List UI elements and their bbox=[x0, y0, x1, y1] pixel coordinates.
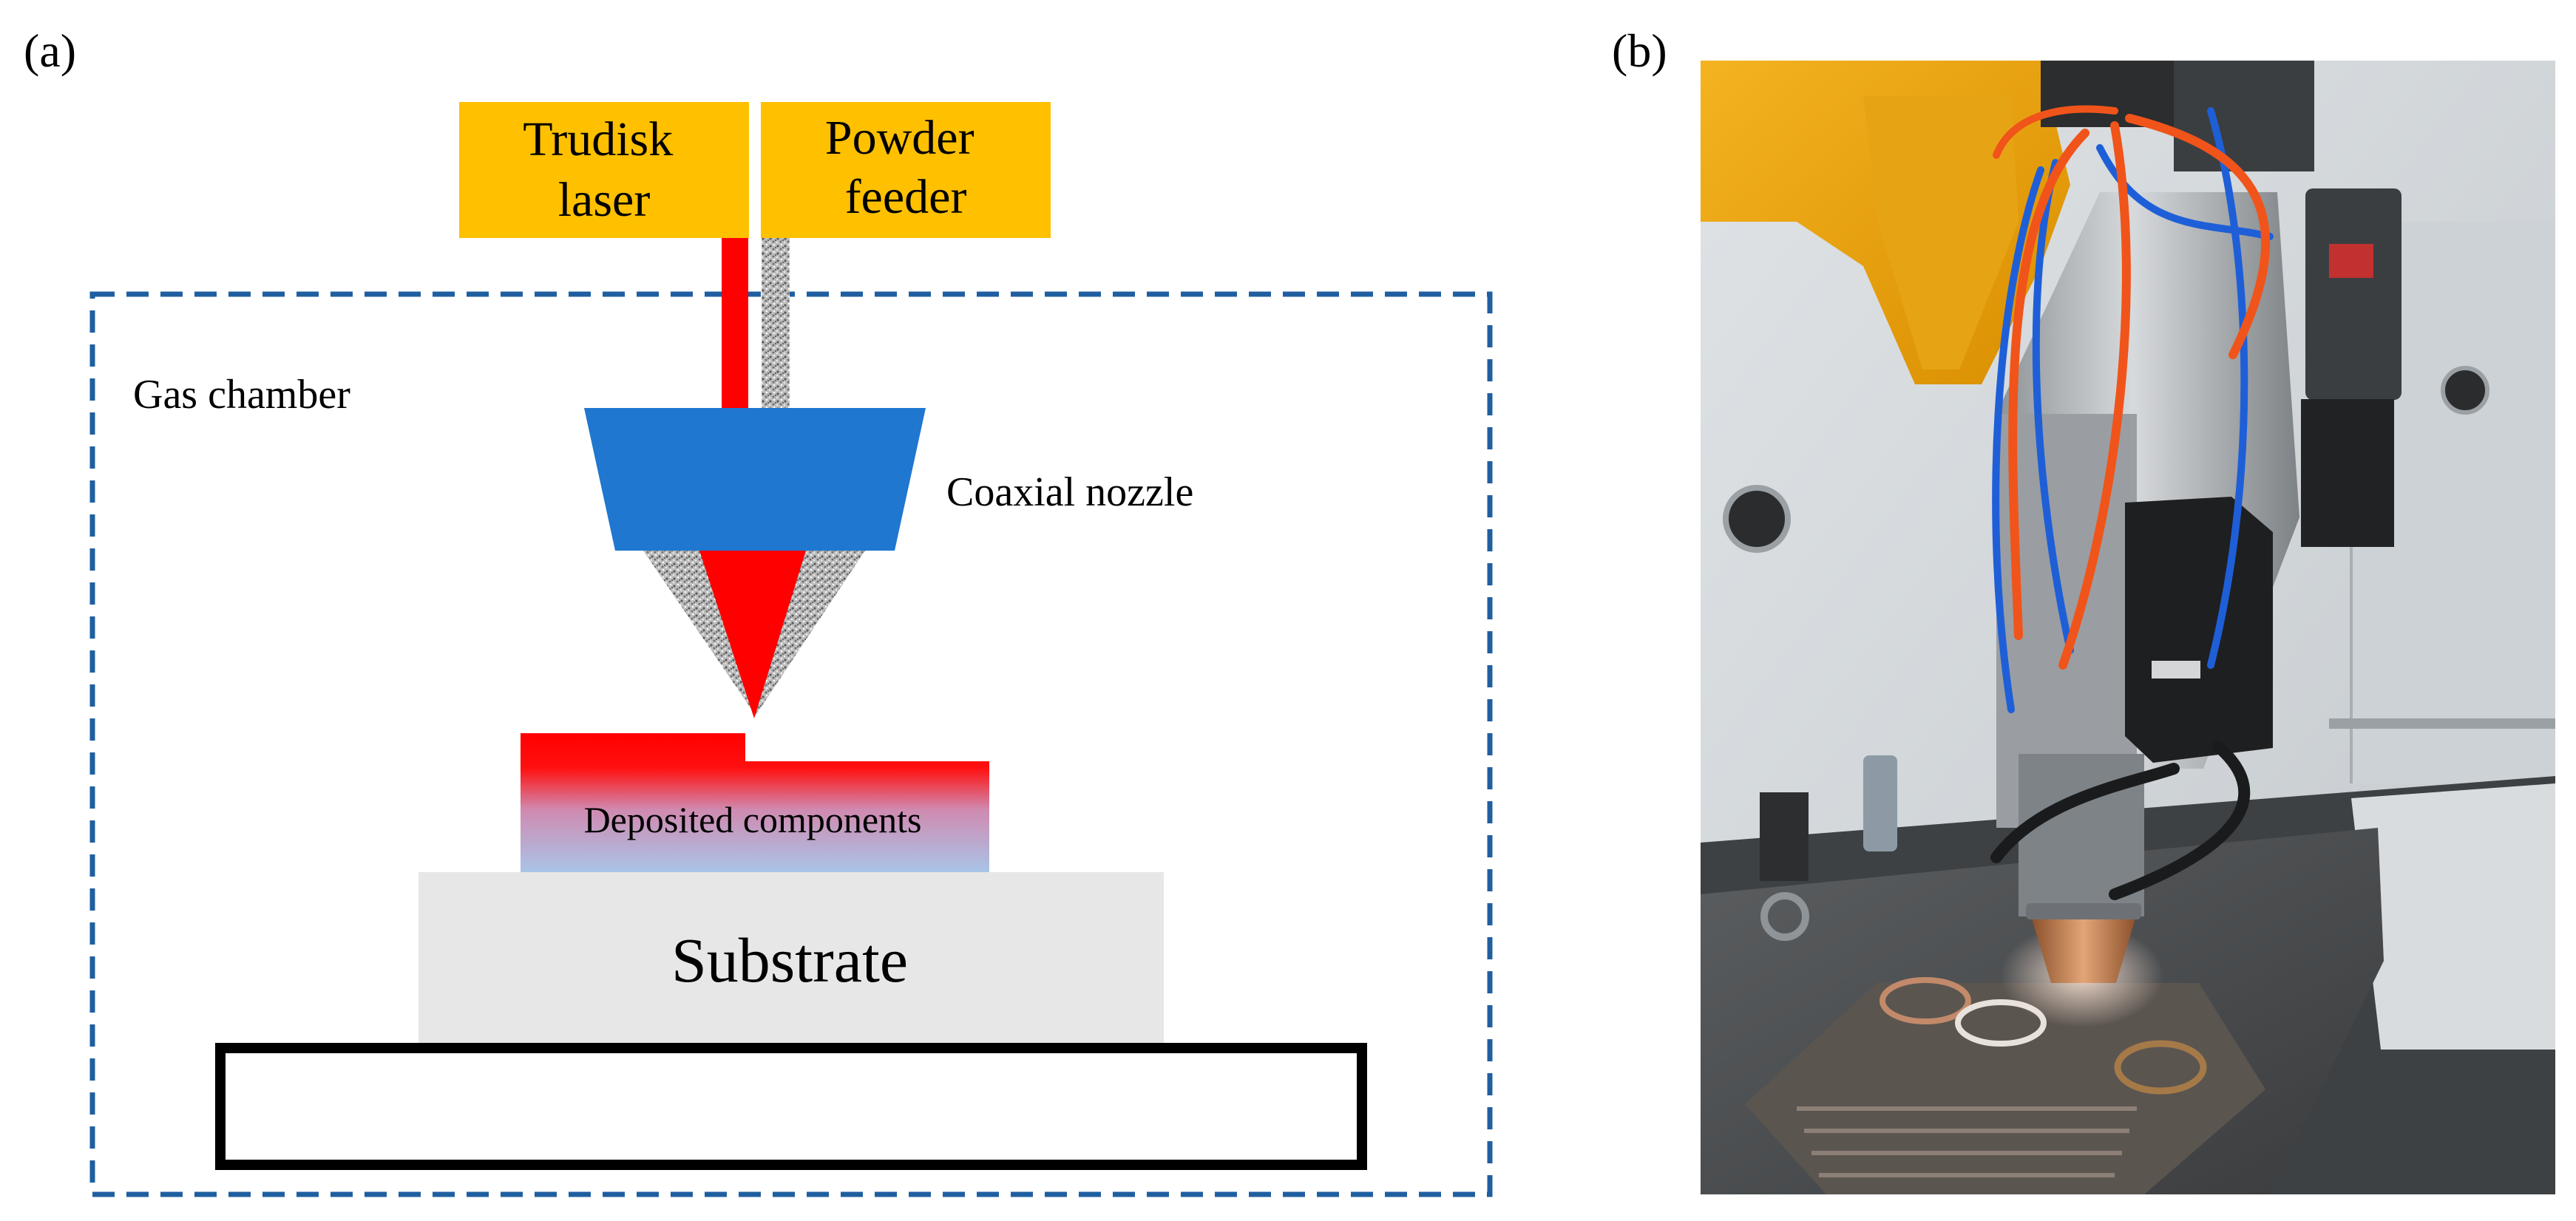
gas-chamber-label: Gas chamber bbox=[133, 372, 350, 418]
photo-hoses bbox=[1990, 105, 2274, 900]
photo-deposit-ring-3 bbox=[2114, 1040, 2207, 1095]
gas-chamber-boundary bbox=[89, 291, 1493, 1197]
photo-eye-bolt bbox=[1760, 892, 1809, 941]
photo-side-motor bbox=[2301, 399, 2394, 547]
coaxial-nozzle-label: Coaxial nozzle bbox=[946, 469, 1193, 515]
trudisk-laser-label: Trudisk laser bbox=[523, 112, 685, 227]
panel-a: (a) Gas chamber Trudisk laser Powder fee… bbox=[24, 24, 1493, 1197]
powder-feeder-label-line2: feeder bbox=[845, 170, 967, 224]
photo-clamp-block bbox=[1760, 792, 1809, 881]
photo-sensor-post bbox=[1863, 755, 1897, 851]
laser-focus-cone bbox=[699, 551, 806, 718]
powder-feeder-label: Powder feeder bbox=[825, 111, 986, 224]
panel-b: (b) bbox=[1612, 24, 2555, 1194]
panel-b-label: (b) bbox=[1612, 24, 1667, 77]
photo-deposit-ring-1 bbox=[1880, 977, 1971, 1024]
photo-top-cable-bundle bbox=[2174, 61, 2314, 171]
powder-feeder-label-line1: Powder bbox=[825, 111, 975, 165]
deposited-components-label: Deposited components bbox=[584, 799, 922, 840]
photo-wall-hole-right bbox=[2441, 366, 2489, 415]
base-platform bbox=[215, 1043, 1367, 1170]
photo-deposit-tracks bbox=[1797, 1106, 2137, 1177]
trudisk-laser-box bbox=[459, 102, 749, 238]
photo-wall-hole-left bbox=[1723, 485, 1791, 553]
photo-copper-nozzle bbox=[2030, 914, 2137, 983]
panel-a-label: (a) bbox=[24, 24, 76, 77]
coaxial-nozzle bbox=[584, 408, 926, 551]
photo-wall-rail bbox=[2329, 718, 2555, 729]
photo-cable-chain bbox=[2041, 61, 2174, 127]
substrate-label: Substrate bbox=[671, 925, 908, 996]
laser-beam-line bbox=[722, 238, 748, 412]
photo-deposit-ring-2 bbox=[1955, 999, 2047, 1047]
photo-substrate-plate bbox=[1745, 983, 2265, 1194]
photo-sensor-box bbox=[2305, 188, 2402, 400]
photo-nozzle-ring bbox=[2026, 903, 2141, 919]
photo-sensor-label bbox=[2329, 244, 2373, 278]
photo-robot-arm-joint bbox=[1863, 96, 2019, 370]
trudisk-laser-label-line1: Trudisk bbox=[523, 112, 673, 166]
trudisk-laser-label-line2: laser bbox=[558, 173, 651, 227]
deposited-components bbox=[521, 733, 989, 872]
powder-feed-line bbox=[762, 238, 790, 412]
photo-control-box-label bbox=[2152, 661, 2200, 678]
photo-control-box bbox=[2125, 497, 2273, 763]
powder-feeder-box bbox=[761, 102, 1051, 238]
substrate-block bbox=[418, 872, 1164, 1047]
photo-table-right-tray bbox=[2351, 783, 2555, 1050]
deposition-head-photo bbox=[1701, 61, 2555, 1194]
